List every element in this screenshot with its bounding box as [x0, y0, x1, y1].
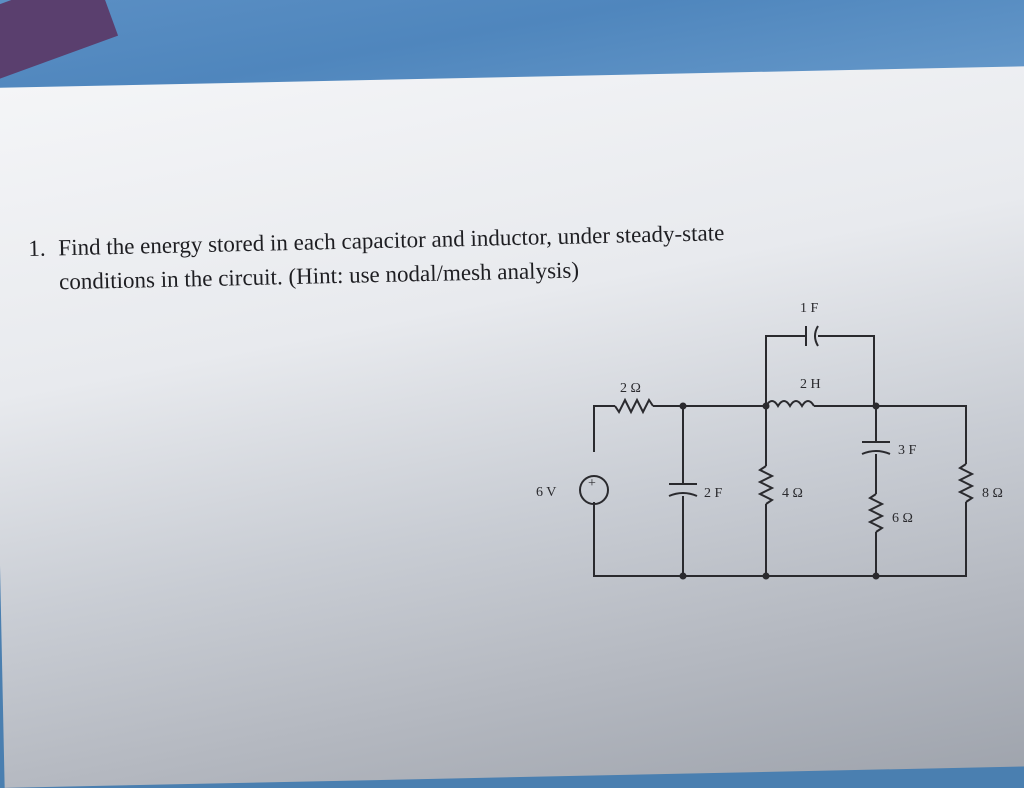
- wire-8ohm-bottom: [876, 502, 967, 577]
- resistor-6ohm: [867, 493, 885, 533]
- circuit-diagram: + 1 F 2 Ω 2 H 3 F 6 V 2 F 4 Ω 8 Ω 6 Ω: [536, 301, 1003, 580]
- node-dot-f: [872, 572, 880, 580]
- label-1f: 1 F: [800, 301, 819, 316]
- label-2h: 2 H: [800, 377, 821, 392]
- label-2ohm: 2 Ω: [620, 381, 641, 396]
- capacitor-3f-plate-b: [861, 450, 891, 455]
- capacitor-2f-plate-b: [668, 492, 698, 497]
- wire-top-left: [593, 405, 615, 452]
- node-dot-b: [762, 402, 770, 410]
- node-dot-d: [679, 572, 687, 580]
- wire-8ohm-top: [876, 405, 967, 464]
- label-6ohm: 6 Ω: [892, 511, 913, 526]
- resistor-2ohm: [614, 397, 654, 415]
- label-8ohm: 8 Ω: [982, 486, 1003, 501]
- label-4ohm: 4 Ω: [782, 486, 803, 501]
- node-dot-c: [872, 402, 880, 410]
- node-dot-a: [679, 402, 687, 410]
- resistor-8ohm: [957, 463, 975, 503]
- voltage-source-6v: [579, 475, 609, 505]
- source-sign: +: [588, 476, 596, 491]
- inductor-2h: [765, 400, 815, 408]
- resistor-4ohm: [757, 465, 775, 505]
- wire-source-bottom: [593, 502, 876, 577]
- label-2f: 2 F: [704, 486, 723, 501]
- wire-1f-branch: [765, 335, 875, 406]
- capacitor-1f-plate-b: [814, 325, 819, 347]
- node-dot-e: [762, 572, 770, 580]
- label-6v: 6 V: [536, 485, 556, 500]
- label-3f: 3 F: [898, 443, 917, 458]
